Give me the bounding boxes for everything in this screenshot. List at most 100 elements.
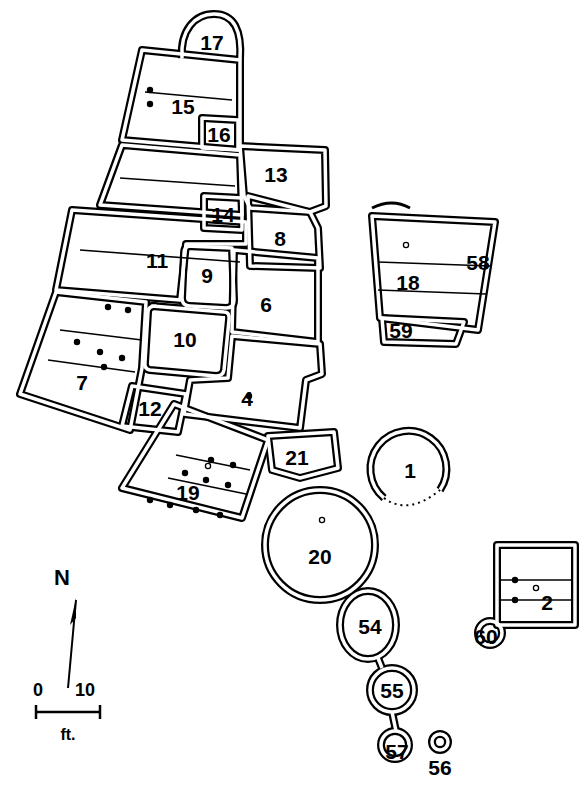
room-label: 6 (260, 294, 272, 315)
room-label: 59 (389, 320, 412, 341)
wall (145, 306, 229, 376)
wall-gap (340, 591, 396, 659)
post (512, 597, 518, 603)
wall (268, 432, 338, 478)
wall-gap (268, 432, 338, 478)
room-number: 54 (356, 616, 383, 637)
wall (372, 216, 495, 330)
wall-gap (202, 118, 238, 150)
interior-line (500, 579, 572, 581)
post (125, 307, 131, 313)
room-number: 14 (209, 204, 236, 225)
scale-label: 10 (75, 681, 95, 699)
room-number: 55 (378, 680, 405, 701)
room-number: 60 (472, 626, 499, 647)
room-number: 58 (464, 252, 491, 273)
room-number: 19 (174, 482, 201, 503)
interior-line (120, 178, 235, 186)
hearth (403, 242, 408, 247)
scale-label: ft. (60, 727, 75, 743)
post (217, 512, 223, 518)
room-number: 56 (426, 757, 453, 778)
wall-gap (265, 490, 375, 600)
room-number: 2 (539, 592, 555, 613)
interior-line (176, 455, 250, 470)
wall-gap (370, 431, 446, 498)
room-label: 1 (404, 460, 416, 481)
room-label: 19 (176, 482, 199, 503)
room-label: 9 (201, 265, 213, 286)
hearth (319, 517, 324, 522)
room-label: 16 (207, 124, 230, 145)
post (97, 349, 103, 355)
post (119, 355, 125, 361)
wall-gap (182, 246, 234, 308)
room-number: 12 (136, 398, 163, 419)
room-number: 9 (199, 265, 215, 286)
interior-line (48, 360, 135, 372)
post (512, 577, 518, 583)
room-number: 18 (394, 272, 421, 293)
wall-gap (122, 386, 186, 432)
scale-label: 0 (33, 681, 43, 699)
post (193, 507, 199, 513)
room-label: 21 (285, 447, 308, 468)
room-label: 4 (241, 388, 253, 409)
room-number: 13 (262, 164, 289, 185)
room-number: 10 (171, 329, 198, 350)
room-label: 2 (541, 592, 553, 613)
room-label: 56 (428, 757, 451, 778)
wall-gap (122, 50, 240, 150)
room-number: 7 (74, 372, 90, 393)
wall (265, 490, 375, 600)
room-label: 14 (211, 204, 234, 225)
scale-bar (36, 705, 100, 719)
wall (392, 712, 396, 731)
wall-gap (240, 146, 326, 212)
wall-gap (497, 545, 575, 625)
wall-gap (145, 306, 229, 376)
post (225, 482, 231, 488)
wall-gap (382, 318, 464, 344)
room-number: 16 (205, 124, 232, 145)
wall-gap (372, 216, 495, 330)
wall (432, 734, 448, 750)
wall (202, 118, 238, 150)
walls (20, 14, 575, 759)
wall-gap (432, 734, 448, 750)
room-label: 18 (396, 272, 419, 293)
room-label: 13 (264, 164, 287, 185)
post (182, 470, 188, 476)
room-label: 7 (76, 372, 88, 393)
north-arrow-head (70, 598, 76, 625)
wall-gap (204, 196, 242, 230)
wall (378, 658, 382, 668)
post (230, 462, 236, 468)
hearth (205, 463, 210, 468)
north-label: N (54, 567, 70, 589)
room-label: 17 (200, 32, 223, 53)
post (208, 457, 214, 463)
wall-gap (232, 250, 318, 342)
room-label: 55 (380, 680, 403, 701)
room-label: 11 (146, 250, 168, 271)
post (105, 304, 111, 310)
post (101, 364, 107, 370)
room-label: 60 (474, 626, 497, 647)
room-label: 54 (358, 616, 381, 637)
wall (497, 545, 575, 625)
wall-gap (182, 14, 240, 60)
wall (340, 591, 396, 659)
room-number: 6 (258, 294, 274, 315)
wall (232, 250, 318, 342)
post (147, 101, 153, 107)
post (147, 497, 153, 503)
room-label: 58 (466, 252, 489, 273)
wall-gap (370, 668, 414, 712)
room-number: 59 (387, 320, 414, 341)
wall-gap (378, 658, 382, 668)
interior-line (60, 330, 142, 340)
room-number: 17 (198, 32, 225, 53)
